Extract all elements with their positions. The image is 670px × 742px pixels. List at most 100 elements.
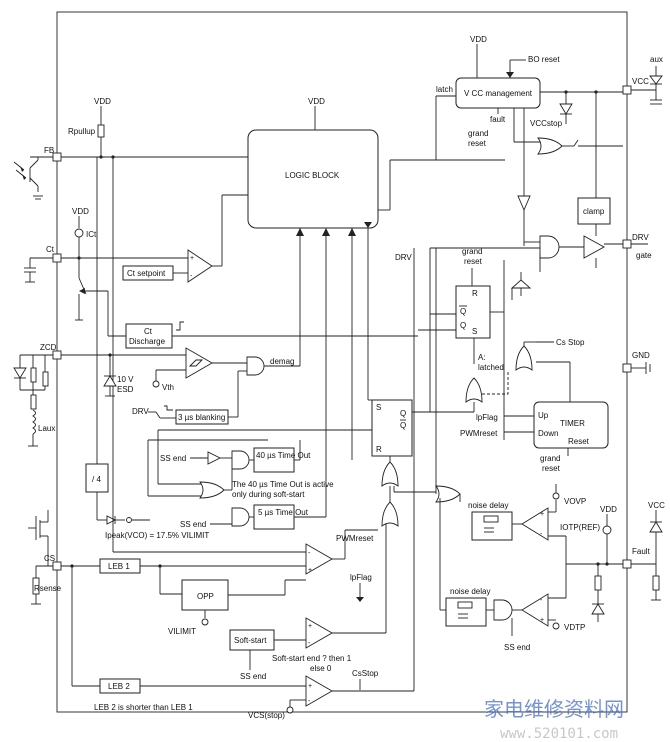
leb-note: LEB 2 is shorter than LEB 1 [94, 703, 193, 712]
logic-block-label: LOGIC BLOCK [285, 171, 340, 180]
pin-gnd [622, 363, 632, 373]
vdtp-source [552, 622, 560, 630]
svg-text:+: + [190, 255, 194, 262]
pwm-or-gate [381, 501, 399, 527]
vcc-pin-label: VCC [632, 77, 649, 86]
softstart-label: Soft-start [234, 636, 267, 645]
reset-or-gate [381, 461, 399, 487]
vcc-zener [559, 103, 573, 115]
grand-label-2: grand [462, 247, 482, 256]
drv-pin-label: DRV [632, 233, 649, 242]
latch-label: latch [436, 85, 453, 94]
ff-q2-label: Q [460, 321, 466, 330]
svg-text:-: - [308, 640, 311, 647]
rpullup-label: Rpullup [68, 127, 96, 136]
ff-r-label: R [472, 289, 478, 298]
aux-label: aux [650, 55, 663, 64]
laux-label: Laux [38, 424, 55, 433]
ct-pin-label: Ct [46, 245, 55, 254]
csstop-comparator [305, 675, 333, 707]
ss-end-label-4: SS end [240, 672, 266, 681]
timeout-note-2: only during soft-start [232, 490, 305, 499]
zcd-pin-label: ZCD [40, 343, 57, 352]
reset-label-2: reset [464, 257, 483, 266]
timeout5-and [231, 507, 250, 527]
a-label: A: [478, 353, 486, 362]
ict-label: ICt [86, 230, 97, 239]
timeout-or-gate [199, 481, 225, 499]
drv-output-buffer [583, 235, 605, 259]
svg-text:+: + [308, 683, 312, 690]
latch-and-gate [465, 377, 483, 403]
vovp-label: VOVP [564, 497, 586, 506]
opp-block [181, 579, 229, 611]
vcc-management-label: V CC management [464, 89, 533, 98]
svg-text:+: + [540, 617, 544, 624]
ss-end-label-3: SS end [504, 643, 530, 652]
svg-text:-: - [308, 550, 311, 557]
ff-buffer [510, 279, 532, 289]
ovp-comparator [521, 507, 549, 541]
ff-q1-label: Q [460, 307, 466, 316]
fault-pin-label: Fault [632, 547, 651, 556]
gate-label: gate [636, 251, 652, 260]
reset-label-1: reset [468, 139, 487, 148]
ct-setpoint-label: Ct setpoint [127, 269, 166, 278]
sr-r-label: R [376, 445, 382, 454]
ct-capacitor [24, 257, 53, 283]
zcd-network: Laux [13, 354, 55, 447]
timer-block [533, 401, 609, 449]
lpflag-label: lpFlag [476, 413, 498, 422]
pwmreset-label: PWMreset [460, 429, 498, 438]
leb1-label: LEB 1 [108, 562, 130, 571]
clamp-block [577, 197, 611, 225]
rs-flipflop-upper [455, 285, 491, 339]
svg-text:+: + [308, 567, 312, 574]
csstop-label-bottom: CsStop [352, 669, 379, 678]
drv-blank-label: DRV [132, 407, 149, 416]
fault-label: fault [490, 115, 506, 124]
cs-stop-or-gate [515, 345, 533, 371]
pin-ct [52, 253, 62, 263]
cs-network: Rsense [28, 510, 62, 605]
sr-s-label: S [376, 403, 381, 412]
svg-text:+: + [540, 511, 544, 518]
noise-delay-label: noise delay [468, 501, 508, 510]
fault-zener [591, 603, 605, 615]
svg-text:-: - [540, 597, 543, 604]
iotp-source [602, 525, 612, 535]
ss-end-label-1: SS end [160, 454, 186, 463]
ss-end-label-2: SS end [180, 520, 206, 529]
timeout5-label: 5 µs Time Out [258, 508, 309, 517]
vth-label: Vth [162, 383, 174, 392]
gnd-pin-label: GND [632, 351, 650, 360]
blanking-label: 3 µs blanking [178, 413, 225, 422]
up-label: Up [538, 411, 549, 420]
vccstop-label: VCCstop [530, 119, 563, 128]
watermark: 家电维修资料网 [484, 697, 624, 721]
lpflag-label-2: lpFlag [350, 573, 372, 582]
vdd-top-label: VDD [470, 35, 487, 44]
pwm-comparator [305, 543, 333, 575]
vth-source [152, 380, 160, 388]
ic-outline [56, 11, 628, 713]
vdd-rpullup-label: VDD [94, 97, 111, 106]
vdtp-label: VDTP [564, 623, 585, 632]
timer-reset-label: Reset [568, 437, 590, 446]
cs-stop-label: Cs Stop [556, 338, 585, 347]
drv-label: DRV [395, 253, 412, 262]
pwmreset-label-2: PWMreset [336, 534, 374, 543]
vcsstop-source [286, 706, 294, 714]
svg-text:+: + [308, 623, 312, 630]
svg-text:-: - [308, 698, 311, 705]
down-label: Down [538, 429, 558, 438]
timer-label: TIMER [560, 419, 585, 428]
grand-label-3: grand [540, 454, 560, 463]
ct-comparator [187, 249, 213, 283]
vovp-source [552, 492, 560, 500]
ct-discharge-label-1: Ct [144, 327, 153, 336]
timeout5-block [253, 504, 295, 530]
pin-cs [52, 561, 62, 571]
otp-and-gate [493, 599, 513, 621]
svg-text:-: - [190, 273, 193, 280]
